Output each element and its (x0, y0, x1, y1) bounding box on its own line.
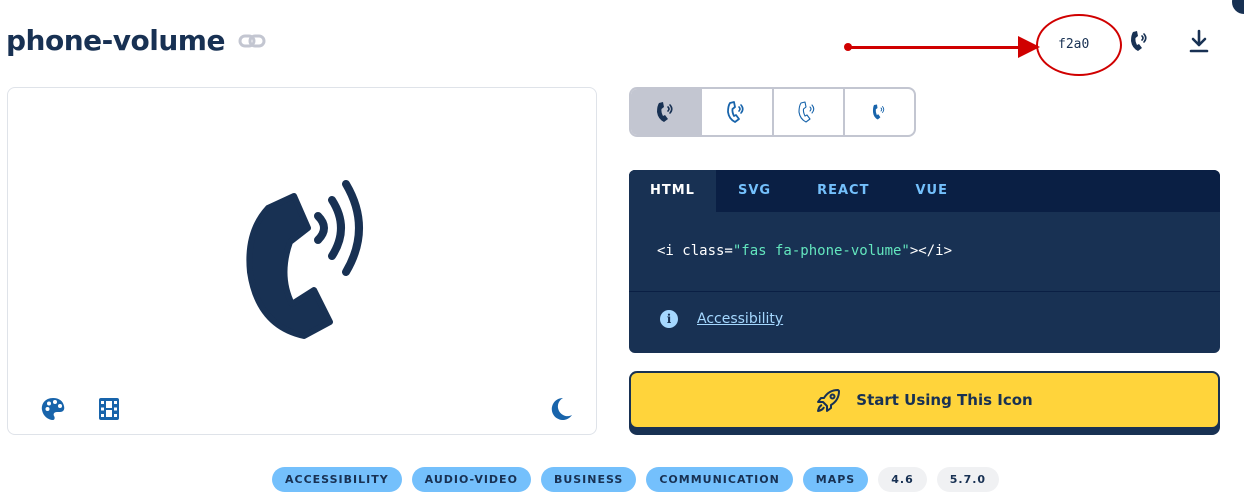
phone-volume-icon[interactable] (1128, 28, 1152, 54)
tag-version-4-6[interactable]: 4.6 (878, 467, 927, 492)
tag-business[interactable]: BUSINESS (540, 467, 637, 492)
code-divider (629, 291, 1220, 292)
rocket-icon (817, 389, 841, 412)
icon-style-selector (629, 87, 916, 137)
tab-react[interactable]: REACT (817, 183, 870, 198)
code-snippet[interactable]: <i class="fas fa-phone-volume"></i> (657, 243, 952, 259)
film-icon[interactable] (98, 396, 120, 422)
palette-icon[interactable] (40, 396, 66, 422)
style-solid-button[interactable] (631, 89, 703, 135)
tag-version-5-7-0[interactable]: 5.7.0 (936, 467, 1000, 492)
tag-audio-video[interactable]: AUDIO-VIDEO (411, 467, 531, 492)
tag-accessibility[interactable]: ACCESSIBILITY (272, 467, 402, 492)
style-light-button[interactable] (774, 89, 845, 135)
info-icon: i (660, 310, 678, 328)
link-icon[interactable] (238, 31, 266, 51)
phone-volume-preview-icon (246, 180, 363, 339)
code-tabs: HTML SVG REACT VUE (629, 170, 1220, 212)
style-thin-button[interactable] (845, 89, 914, 135)
annotation-circle (1036, 14, 1122, 76)
start-using-icon-button[interactable]: Start Using This Icon (629, 371, 1220, 429)
phone-volume-solid-icon (656, 102, 673, 122)
moon-icon[interactable] (548, 396, 574, 422)
download-icon[interactable] (1186, 28, 1212, 56)
icon-preview-card (7, 87, 597, 435)
start-button-label: Start Using This Icon (856, 391, 1033, 409)
style-regular-button[interactable] (702, 89, 774, 135)
annotation-arrow-head (1018, 36, 1040, 58)
code-snippet-prefix: <i class= (657, 243, 733, 259)
accessibility-link[interactable]: Accessibility (697, 311, 784, 327)
annotation-arrow-line (850, 46, 1025, 49)
code-snippet-class-value: "fas fa-phone-volume" (732, 243, 910, 259)
tag-communication[interactable]: COMMUNICATION (646, 467, 793, 492)
tab-vue[interactable]: VUE (915, 183, 948, 198)
tag-list: ACCESSIBILITY AUDIO-VIDEO BUSINESS COMMU… (272, 467, 1000, 493)
code-snippet-suffix: ></i> (909, 243, 953, 259)
phone-volume-light-icon (798, 101, 815, 123)
tab-html[interactable]: HTML (629, 170, 716, 212)
code-snippet-panel: HTML SVG REACT VUE <i class="fas fa-phon… (629, 170, 1220, 353)
tab-svg[interactable]: SVG (737, 183, 772, 198)
annotation-arrow-tail (844, 43, 852, 51)
tag-maps[interactable]: MAPS (802, 467, 869, 492)
unicode-value[interactable]: f2a0 (1058, 37, 1090, 52)
page-title: phone-volume (6, 24, 225, 57)
phone-volume-thin-icon (873, 104, 885, 120)
phone-volume-regular-icon (726, 101, 744, 123)
corner-badge (1232, 0, 1244, 14)
